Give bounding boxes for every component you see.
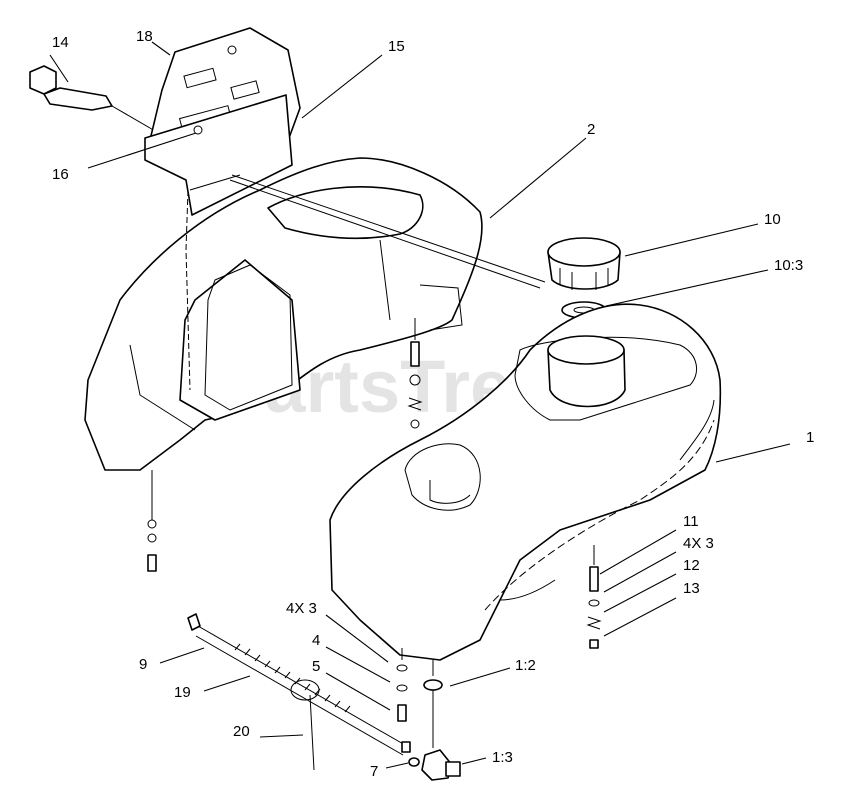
part-20-clamp [290, 679, 320, 771]
callout-16: 16 [52, 166, 69, 183]
part-1-2-grommet [423, 660, 443, 748]
callout-9: 9 [139, 656, 147, 673]
callout-2: 2 [587, 121, 595, 138]
callout-12: 12 [683, 557, 700, 574]
part-14-switch [29, 65, 186, 151]
console-fasteners-left [147, 470, 157, 572]
callout-18: 18 [136, 28, 153, 45]
tank-fasteners-left [396, 648, 408, 722]
leader-lines [49, 41, 791, 769]
callout-labels: 14 18 15 16 2 10 10:3 1 11 4X 3 12 13 4X… [52, 28, 814, 780]
callout-20: 20 [233, 723, 250, 740]
callout-4: 4 [312, 632, 320, 649]
part-10-fuel-cap [547, 237, 621, 290]
callout-4x3-right: 4X 3 [683, 535, 714, 552]
callout-10-3: 10:3 [774, 257, 803, 274]
callout-5: 5 [312, 658, 320, 675]
callout-14: 14 [52, 34, 69, 51]
callout-11: 11 [683, 513, 699, 530]
part-15-bracket [144, 94, 293, 216]
callout-1-3: 1:3 [492, 749, 513, 766]
part-1-fuel-tank [329, 303, 722, 661]
tank-fasteners-right [586, 545, 602, 649]
callout-1: 1 [806, 429, 814, 446]
part-2-console [84, 157, 546, 471]
part-9-19-fuel-line [187, 613, 411, 756]
callout-13: 13 [683, 580, 700, 597]
callout-7: 7 [370, 763, 378, 780]
callout-15: 15 [388, 38, 405, 55]
part-7-clamp [408, 757, 420, 767]
callout-10: 10 [764, 211, 781, 228]
callout-1-2: 1:2 [515, 657, 536, 674]
callout-4x3-left: 4X 3 [286, 600, 317, 617]
part-1-3-fitting [421, 749, 461, 781]
console-fasteners-center [407, 318, 423, 429]
callout-19: 19 [174, 684, 191, 701]
